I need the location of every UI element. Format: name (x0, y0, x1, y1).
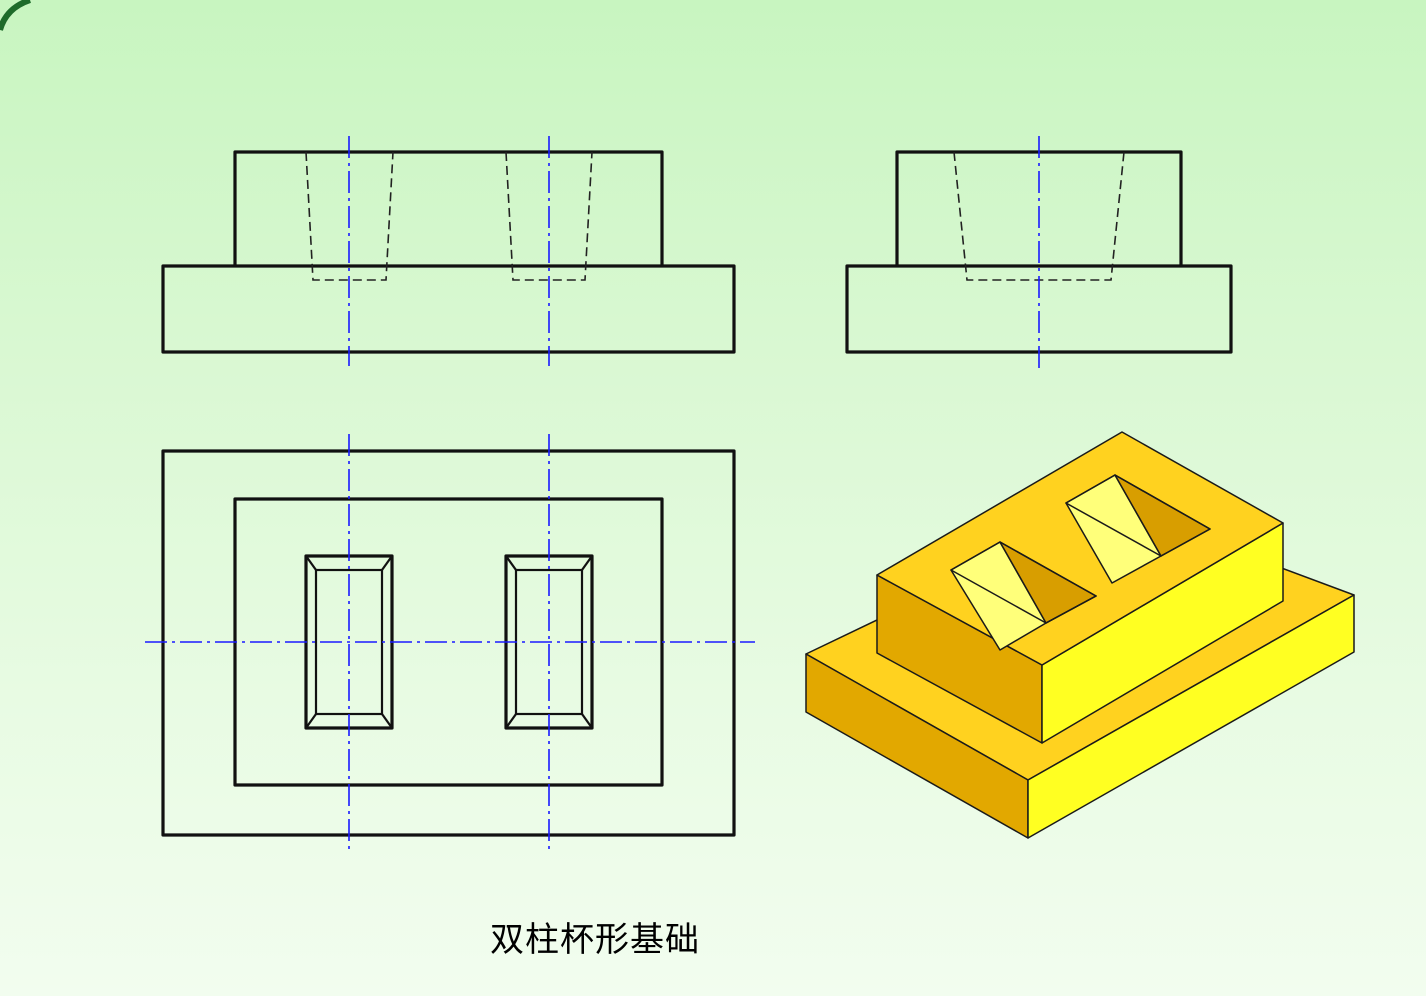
top-view-base-outline (161, 449, 736, 837)
figure-caption: 双柱杯形基础 (490, 920, 700, 960)
isometric-model (805, 431, 1355, 839)
front-view-hidden-socket-left (305, 151, 394, 281)
front-view-upper-block (233, 150, 664, 266)
corner-arc-decoration (0, 0, 32, 31)
top-view (145, 434, 755, 852)
front-view (161, 136, 736, 366)
front-view-base (161, 264, 736, 354)
iso-socket-right (1065, 474, 1211, 584)
side-view (845, 136, 1233, 370)
iso-socket-left (950, 541, 1097, 651)
iso-base-right-face (1027, 594, 1355, 839)
front-view-hidden-socket-right (505, 151, 593, 281)
